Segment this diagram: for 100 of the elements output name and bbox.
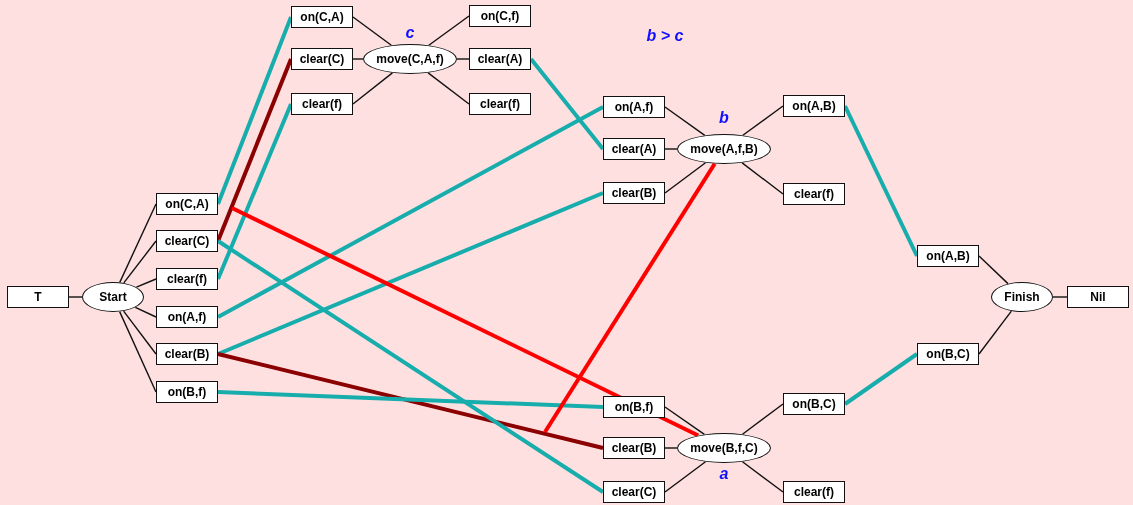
node-label: move(B,f,C): [690, 441, 758, 455]
condition-box: [156, 268, 218, 290]
condition-box: [156, 306, 218, 328]
condition-box: [603, 96, 665, 118]
node-label: T: [34, 290, 42, 304]
condition-box: [603, 138, 665, 160]
node-label: clear(f): [167, 272, 207, 286]
condition-box: [469, 93, 531, 115]
node-label: clear(C): [611, 485, 657, 499]
step-label: b: [719, 109, 729, 127]
condition-box: [603, 481, 665, 503]
condition-box: [783, 183, 845, 205]
condition-box: [469, 5, 531, 27]
node-label: clear(A): [477, 52, 523, 66]
link-line: [352, 58, 364, 60]
link-line: [217, 352, 604, 450]
node-label: on(A,f): [614, 100, 654, 114]
link-line: [119, 203, 157, 284]
node-label: clear(f): [794, 485, 834, 499]
condition-box: [7, 286, 69, 308]
node-label: clear(f): [480, 97, 520, 111]
condition-box: [783, 481, 845, 503]
link-line: [217, 191, 604, 356]
node-label: Nil: [1090, 290, 1106, 304]
link-line: [1052, 296, 1068, 298]
node-label: clear(f): [302, 97, 342, 111]
condition-box: [291, 48, 353, 70]
link-line: [68, 296, 83, 298]
node-label: Finish: [1004, 290, 1040, 304]
link-line: [352, 72, 394, 105]
node-label: on(B,f): [167, 385, 207, 399]
node-label: on(C,A): [165, 197, 209, 211]
link-line: [231, 206, 700, 438]
link-line: [135, 278, 157, 288]
node-label: move(A,f,B): [690, 142, 758, 156]
node-label: clear(B): [164, 347, 210, 361]
link-line: [742, 105, 784, 136]
link-line: [216, 103, 293, 280]
link-line: [217, 105, 604, 319]
condition-box: [291, 93, 353, 115]
condition-box: [917, 245, 979, 267]
link-line: [428, 15, 470, 46]
condition-box: [469, 48, 531, 70]
node-label: clear(B): [611, 441, 657, 455]
link-line: [741, 162, 784, 195]
condition-box: [156, 343, 218, 365]
condition-box: [156, 193, 218, 215]
condition-box: [291, 6, 353, 28]
link-line: [216, 58, 293, 242]
link-line: [843, 352, 919, 406]
node-label: on(B,C): [926, 347, 970, 361]
link-line: [664, 162, 707, 194]
condition-box: [603, 182, 665, 204]
link-line: [741, 403, 784, 435]
node-label: clear(A): [611, 142, 657, 156]
action-ellipse: [991, 282, 1053, 312]
node-label: on(C,A): [300, 10, 344, 24]
link-line: [543, 162, 717, 434]
link-line: [352, 16, 392, 46]
link-line: [664, 148, 678, 150]
node-label: move(C,A,f): [376, 52, 444, 66]
link-line: [843, 105, 919, 257]
link-line: [427, 72, 470, 105]
node-label: on(C,f): [480, 9, 520, 23]
link-line: [217, 390, 604, 409]
node-label: on(A,f): [167, 310, 207, 324]
link-line: [123, 240, 157, 284]
link-line: [978, 310, 1013, 355]
step-label: a: [719, 465, 729, 483]
condition-box: [603, 437, 665, 459]
condition-box: [156, 381, 218, 403]
condition-box: [1067, 286, 1129, 308]
action-ellipse: [82, 282, 144, 312]
node-label: on(B,C): [792, 397, 836, 411]
link-line: [216, 239, 605, 494]
node-label: on(A,B): [926, 249, 970, 263]
ordering-label: b > c: [646, 27, 684, 45]
node-label: clear(f): [794, 187, 834, 201]
condition-box: [917, 343, 979, 365]
link-line: [456, 58, 470, 60]
node-label: clear(C): [164, 234, 210, 248]
link-line: [664, 461, 707, 493]
node-label: on(B,f): [614, 400, 654, 414]
link-line: [118, 310, 157, 393]
step-label: c: [405, 24, 415, 42]
condition-box: [603, 396, 665, 418]
link-line: [741, 461, 784, 493]
link-line: [664, 106, 706, 136]
condition-box: [156, 230, 218, 252]
node-label: clear(B): [611, 186, 657, 200]
node-label: Start: [99, 290, 127, 304]
link-line: [122, 310, 157, 355]
link-line: [529, 57, 605, 151]
link-line: [134, 306, 157, 318]
condition-box: [783, 393, 845, 415]
node-label: clear(C): [299, 52, 345, 66]
node-label: on(A,B): [792, 99, 836, 113]
link-line: [216, 16, 293, 205]
link-line: [664, 447, 678, 449]
condition-box: [783, 95, 845, 117]
